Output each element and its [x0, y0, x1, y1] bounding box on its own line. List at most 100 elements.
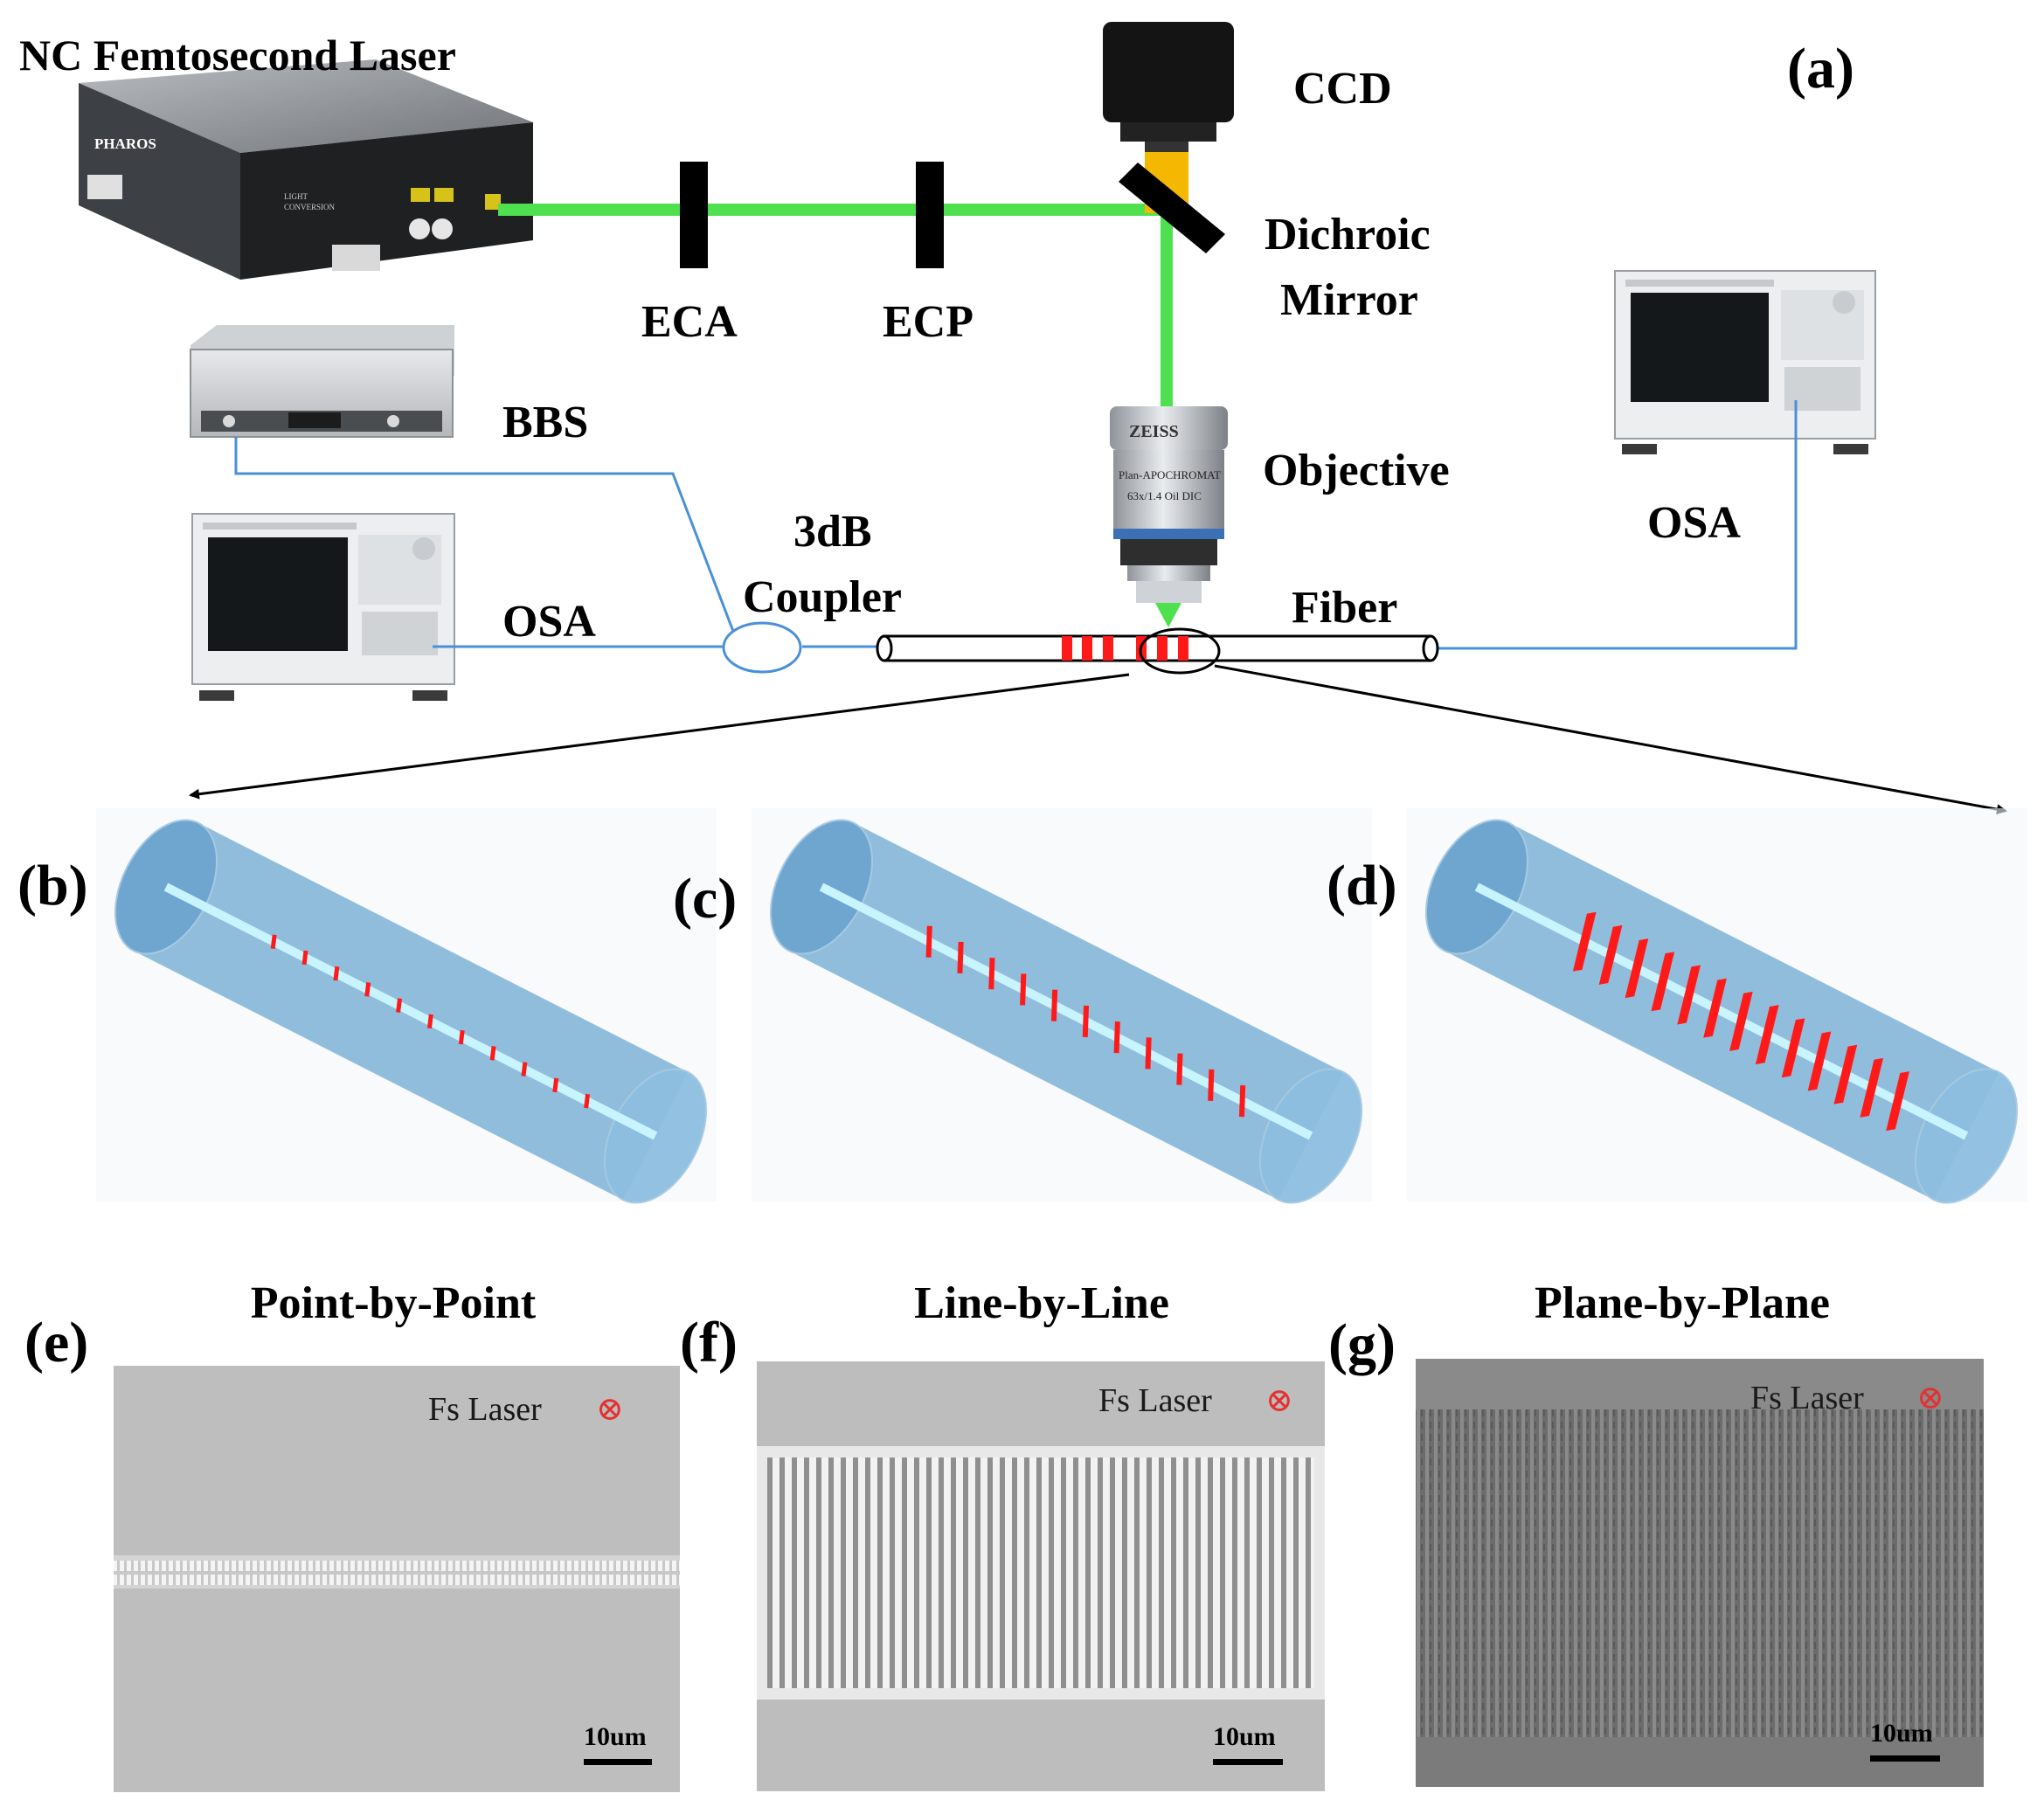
grating-line-mark [1082, 1005, 1090, 1037]
panel-label-c: (c) [673, 867, 737, 931]
laser-maker-text-2: CONVERSION [284, 203, 336, 211]
grating-plane-mark [1729, 991, 1753, 1051]
grating-line-mark [988, 958, 995, 990]
panel-label-f: (f) [680, 1311, 738, 1374]
micrograph-e-scale-label: 10um [584, 1722, 647, 1751]
grating-line-mark [1238, 1085, 1246, 1118]
grating-plane-mark [1807, 1031, 1832, 1091]
grating-plane-mark [1781, 1018, 1805, 1078]
panel-label-d: (d) [1327, 854, 1397, 917]
bbs-source [190, 325, 454, 438]
dichroic-mirror [1119, 163, 1225, 253]
fiber-3d-models [96, 808, 2027, 1204]
femtosecond-laser: PHAROS LIGHT CONVERSION [79, 59, 533, 280]
micrograph-f-scale-label: 10um [1213, 1722, 1276, 1751]
grating-line-mark [925, 925, 932, 958]
coupler-label-2: Coupler [743, 572, 902, 622]
zoom-arrow-left [189, 673, 1130, 800]
micrograph-f-laser-symbol: ⊗ [1265, 1382, 1293, 1419]
grating-line-mark [1145, 1037, 1152, 1070]
grating-plane-mark [1651, 952, 1675, 1012]
micrograph-g-title: Plane-by-Plane [1535, 1278, 1830, 1328]
panel-label-b: (b) [17, 854, 88, 917]
grating-point-mark [521, 1062, 528, 1077]
laser-brand-text: PHAROS [94, 135, 156, 152]
objective-text-1: Plan-APOCHROMAT [1119, 468, 1221, 481]
fiber-3d-d [1407, 808, 2027, 1204]
ccd-label: CCD [1293, 64, 1392, 114]
objective-brand: ZEISS [1129, 422, 1179, 441]
micrograph-f: Fs Laser ⊗ 10um [757, 1361, 1325, 1791]
beam-focus [1155, 603, 1181, 627]
micrograph-e: Fs Laser ⊗ 10um [114, 1366, 680, 1792]
fiber-under-test [876, 627, 1439, 675]
laser-maker-text-1: LIGHT [284, 192, 308, 201]
grating-plane-mark [1755, 1005, 1779, 1065]
eca-label: ECA [641, 297, 738, 347]
grating-point-mark [458, 1029, 465, 1045]
microscope-objective: ZEISS Plan-APOCHROMAT 63x/1.4 Oil DIC [1110, 406, 1228, 603]
ecp-element [916, 162, 944, 268]
coupler-label-1: 3dB [793, 507, 872, 557]
grating-plane-mark [1625, 938, 1649, 999]
micrograph-f-laser-label: Fs Laser [1098, 1382, 1212, 1419]
grating-point-mark [426, 1014, 433, 1029]
grating-point-mark [489, 1046, 496, 1061]
grating-line-mark [1176, 1053, 1183, 1085]
osa-left-label: OSA [502, 597, 596, 647]
panel-label-g: (g) [1328, 1312, 1396, 1376]
grating-plane-mark [1860, 1057, 1884, 1118]
objective-label: Objective [1263, 446, 1450, 495]
panel-label-a: (a) [1787, 37, 1854, 100]
grating-point-mark [270, 934, 277, 949]
fiber-3d-c [752, 808, 1372, 1204]
micrograph-g-laser-label: Fs Laser [1750, 1380, 1864, 1416]
grating-line-mark [1050, 989, 1058, 1021]
panel-label-e: (e) [24, 1311, 88, 1374]
grating-point-mark [333, 966, 340, 981]
micrograph-e-laser-label: Fs Laser [428, 1391, 542, 1428]
laser-label: NC Femtosecond Laser [19, 31, 456, 80]
grating-plane-mark [1572, 911, 1597, 972]
micrograph-g-laser-symbol: ⊗ [1916, 1380, 1944, 1416]
ecp-label: ECP [883, 297, 973, 347]
fiber-leads [234, 400, 1798, 650]
grating-plane-mark [1833, 1044, 1858, 1104]
osa-right-label: OSA [1647, 498, 1741, 548]
grating-line-mark [1208, 1069, 1215, 1101]
fiber-3d-b [96, 808, 717, 1204]
coupler [722, 621, 802, 674]
micrograph-g-scale-label: 10um [1870, 1719, 1933, 1748]
dichroic-label-1: Dichroic [1265, 210, 1431, 260]
grating-plane-mark [1886, 1071, 1909, 1132]
bbs-label: BBS [502, 398, 588, 447]
grating-point-mark [552, 1077, 559, 1093]
micrograph-f-scale-bar [1213, 1759, 1283, 1765]
micrograph-e-scale-bar [584, 1759, 652, 1765]
micrograph-g-scale-bar [1870, 1755, 1940, 1762]
objective-text-2: 63x/1.4 Oil DIC [1127, 489, 1202, 502]
grating-plane-mark [1703, 978, 1727, 1038]
grating-plane-mark [1677, 965, 1701, 1025]
grating-point-mark [364, 982, 371, 997]
fiber-label: Fiber [1292, 583, 1397, 633]
grating-point-mark [584, 1093, 591, 1109]
grating-point-mark [301, 950, 308, 966]
micrograph-e-title: Point-by-Point [251, 1278, 537, 1328]
grating-plane-mark [1598, 924, 1623, 985]
laser-beam [498, 204, 1173, 406]
grating-line-mark [1020, 973, 1027, 1006]
grating-point-mark [396, 998, 403, 1013]
osa-right-instrument [1614, 270, 1876, 454]
dichroic-label-2: Mirror [1280, 275, 1418, 325]
grating-line-mark [1113, 1021, 1120, 1054]
micrograph-f-title: Line-by-Line [914, 1278, 1169, 1328]
micrograph-e-laser-symbol: ⊗ [596, 1391, 624, 1428]
zoom-arrow-right [1214, 664, 2007, 815]
eca-element [680, 162, 708, 268]
grating-line-mark [957, 941, 964, 974]
micrograph-g: Fs Laser ⊗ 10um [1416, 1359, 1984, 1787]
osa-left-instrument [191, 513, 455, 701]
